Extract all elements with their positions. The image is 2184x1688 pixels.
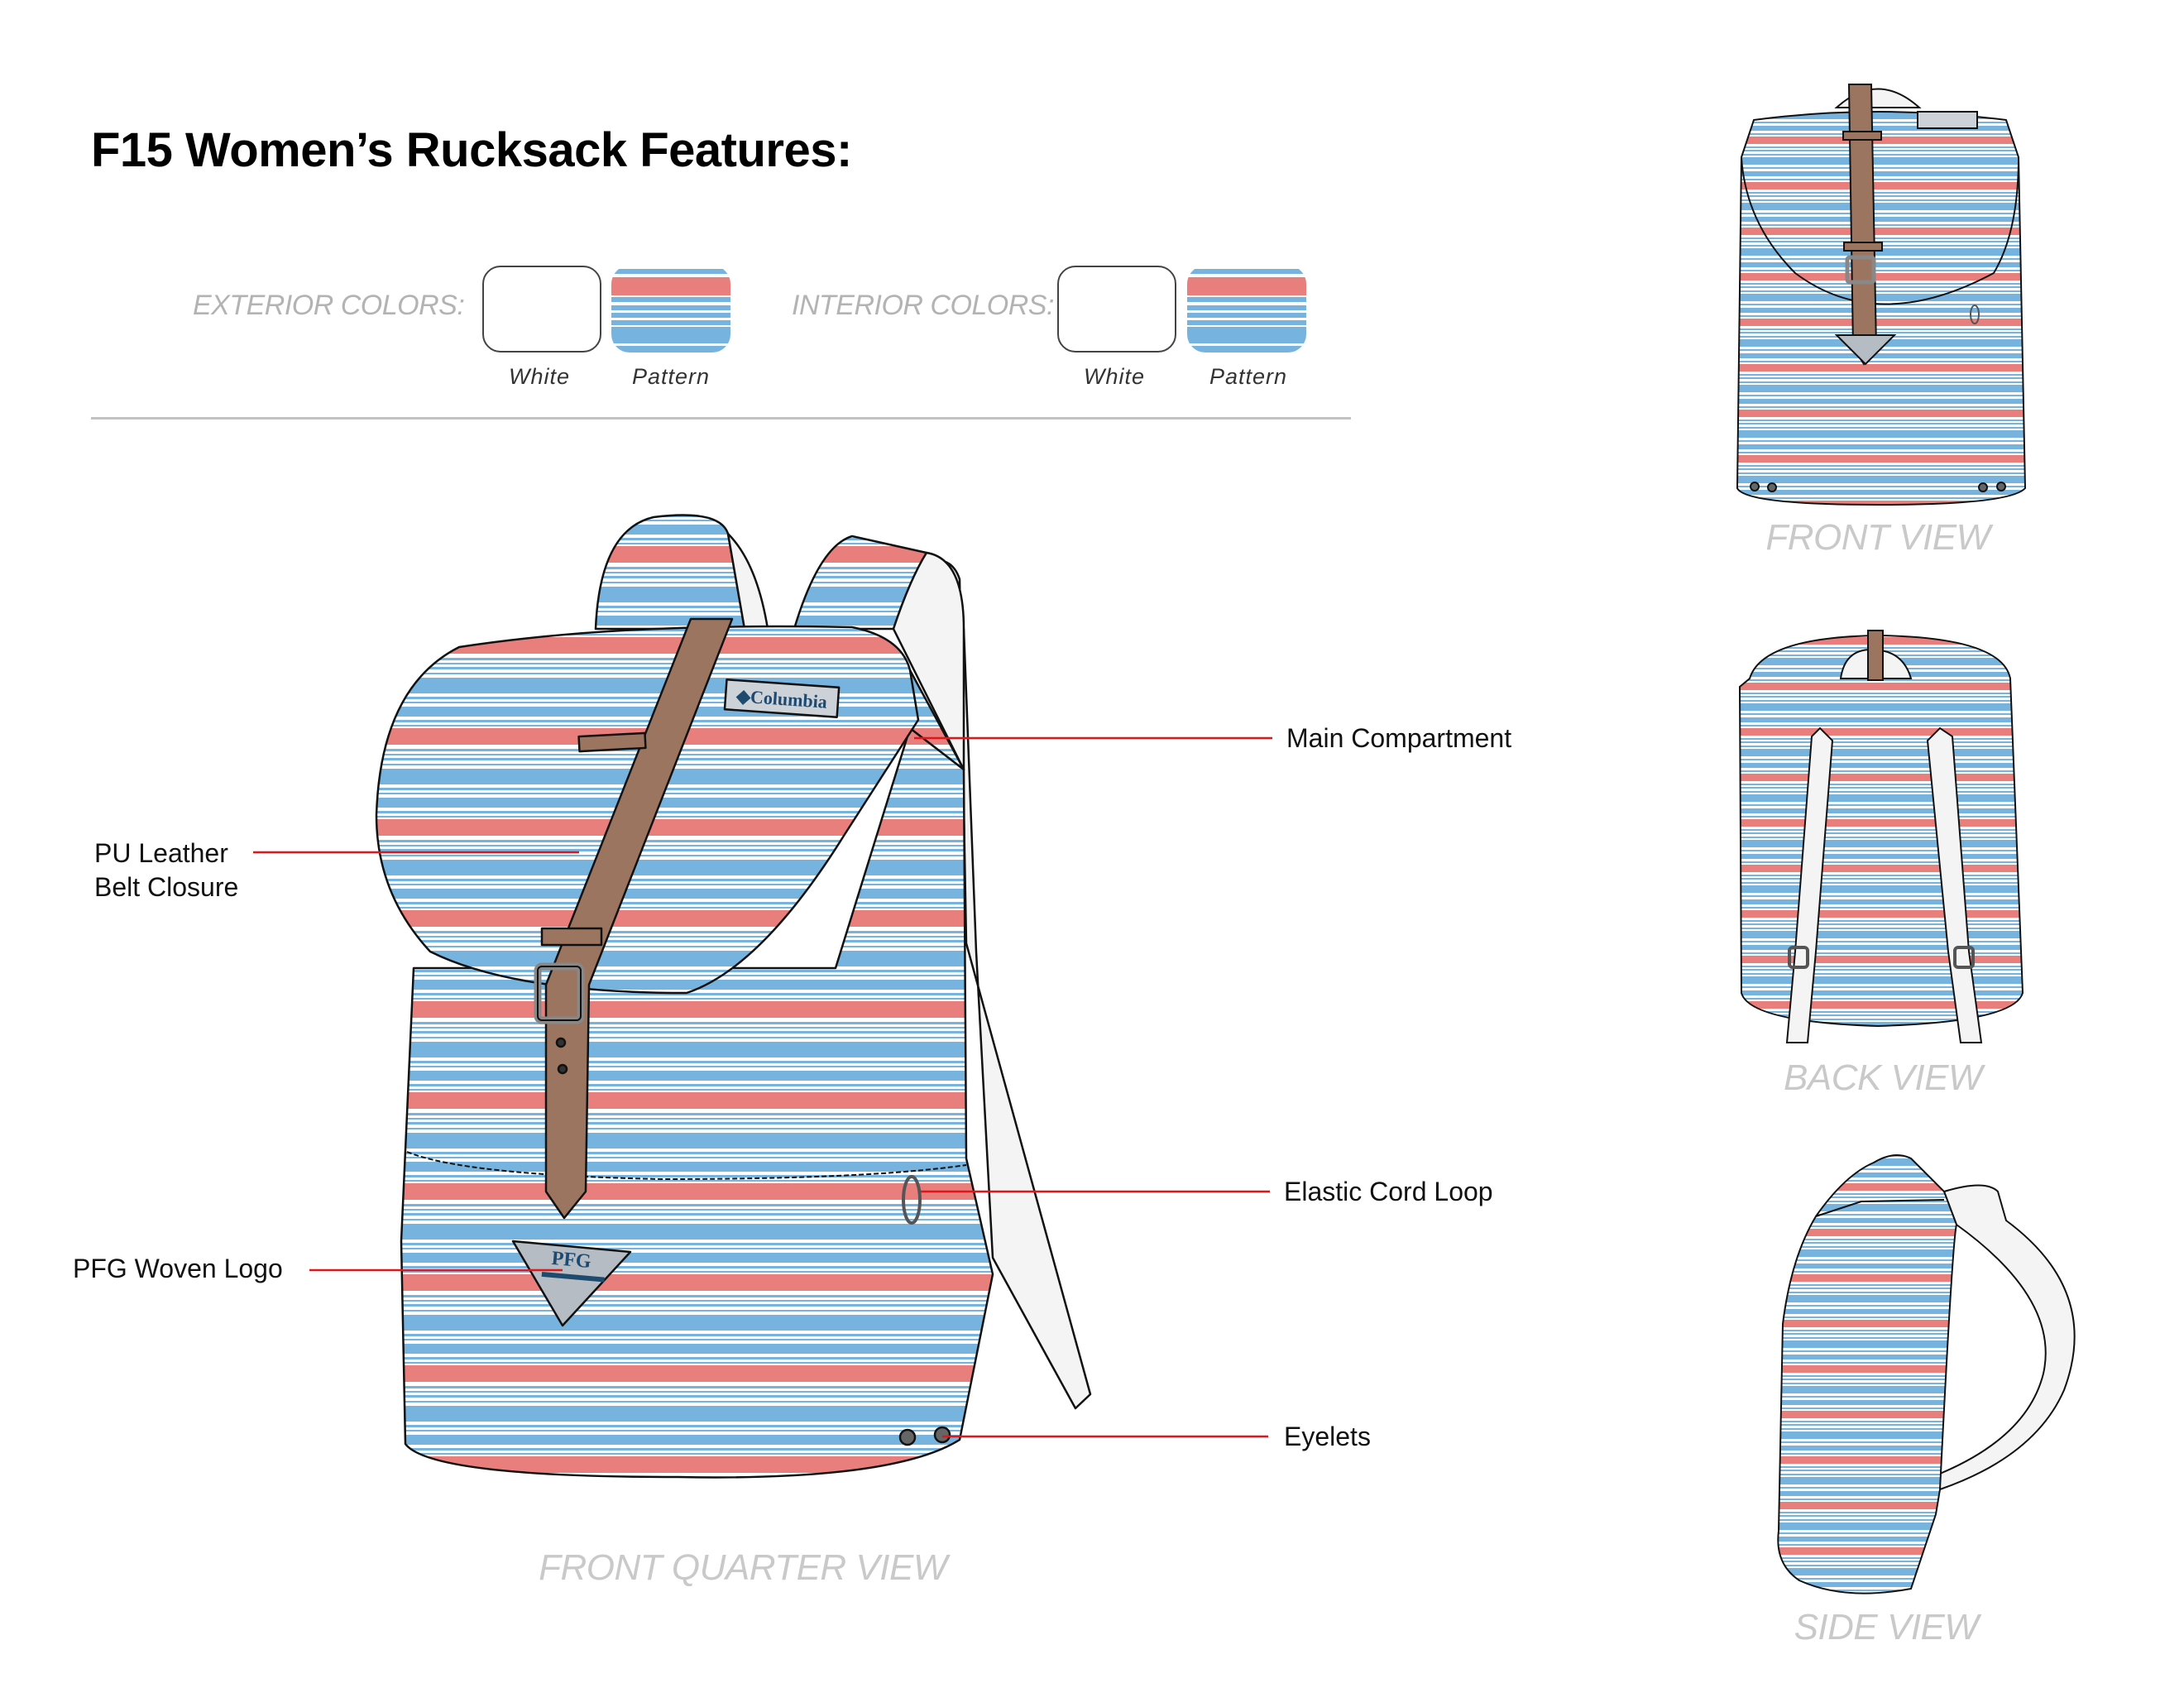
eyelet <box>933 1426 951 1444</box>
side-view-label: SIDE VIEW <box>1794 1607 1979 1647</box>
callout-pu-leather-line2: Belt Closure <box>94 872 239 902</box>
belt-keeper-bottom <box>540 927 603 947</box>
interior-swatch-pattern-label: Pattern <box>1209 364 1288 389</box>
side-view-backpack <box>1777 1154 2076 1594</box>
callout-eyelets: Eyelets <box>1284 1422 1371 1451</box>
pfg-woven-logo: PFG <box>511 1240 632 1327</box>
back-view-label: BACK VIEW <box>1784 1057 1983 1098</box>
page-title: F15 Women’s Rucksack Features: <box>91 123 852 177</box>
top-handle-left <box>594 514 746 631</box>
callout-pu-leather-line1: PU Leather <box>94 838 228 868</box>
callout-main-compartment: Main Compartment <box>1286 723 1512 753</box>
pocket-zipper <box>406 1151 967 1180</box>
interior-swatch-white <box>1057 266 1176 352</box>
columbia-label: ◆Columbia <box>723 679 841 718</box>
interior-swatch-white-label: White <box>1083 364 1146 389</box>
interior-colors-label: INTERIOR COLORS: <box>792 290 1054 321</box>
header-divider <box>91 417 1351 420</box>
callout-elastic-cord-loop: Elastic Cord Loop <box>1284 1177 1493 1206</box>
exterior-swatch-white-label: White <box>508 364 571 389</box>
callout-lines <box>253 736 1272 1438</box>
exterior-swatch-pattern <box>611 266 730 352</box>
belt-keeper-top <box>577 731 647 753</box>
belt-hole <box>555 1037 567 1048</box>
shoulder-strap-top-inner <box>892 551 965 771</box>
svg-text:PFG: PFG <box>551 1248 592 1273</box>
eyelet <box>898 1428 917 1446</box>
front-quarter-view-label: FRONT QUARTER VIEW <box>539 1547 947 1588</box>
callout-pfg-woven-logo: PFG Woven Logo <box>73 1254 283 1283</box>
exterior-swatch-white <box>482 266 601 352</box>
front-quarter-backpack: ◆Columbia PFG <box>375 514 1092 1479</box>
exterior-colors-label: EXTERIOR COLORS: <box>193 290 465 321</box>
front-view-label: FRONT VIEW <box>1765 517 1990 558</box>
exterior-swatch-pattern-label: Pattern <box>631 364 711 389</box>
back-view-backpack <box>1738 630 2024 1043</box>
front-view-backpack <box>1736 84 2027 506</box>
interior-swatch-pattern <box>1187 266 1306 352</box>
belt-hole <box>557 1063 568 1075</box>
elastic-cord-loop <box>902 1175 922 1225</box>
